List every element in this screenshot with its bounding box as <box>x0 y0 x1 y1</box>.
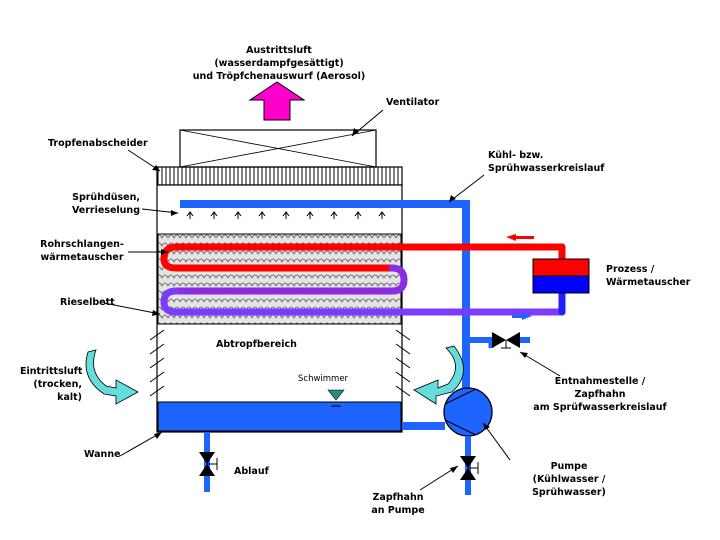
coolant-loop-label: Kühl- bzw. Sprühwasserkreislauf <box>488 150 605 174</box>
basin-water <box>157 401 402 432</box>
inlet-air-label: Eintrittsluft (trocken, kalt) <box>20 366 83 403</box>
drift-eliminator-label: Tropfenabscheider <box>48 138 148 149</box>
inlet-air-arrow-left <box>85 349 139 405</box>
trickle-bed-label: Rieselbett <box>60 297 115 308</box>
spray-nozzles-label: Sprühdüsen, Verrieselung <box>71 192 140 216</box>
pump-label: Pumpe (Kühlwasser / Sprühwasser) <box>532 461 606 498</box>
drift-eliminator <box>156 166 403 186</box>
spray-nozzles <box>186 211 386 219</box>
exhaust-label: Austrittsluft (wasserdampfgesättigt) und… <box>192 45 366 82</box>
leader-arrowheads <box>152 128 528 473</box>
drain-valve <box>199 432 218 492</box>
drain-label: Ablauf <box>234 466 269 477</box>
pump-tap-label: Zapfhahn an Pumpe <box>371 492 425 516</box>
exhaust-arrow <box>248 81 306 121</box>
inlet-air-arrow-right <box>413 345 464 405</box>
process-heat-exchanger <box>532 258 590 294</box>
drip-zone-label: Abtropfbereich <box>216 339 297 350</box>
float-label: Schwimmer <box>298 374 349 384</box>
pump-tap <box>460 436 479 495</box>
coil-hx-label: Rohrschlangen- wärmetauscher <box>40 239 124 263</box>
float <box>327 389 345 407</box>
fan-housing <box>179 129 377 168</box>
air-inlet-louvers <box>149 329 411 397</box>
process-hx-label: Prozess / Wärmetauscher <box>606 264 691 288</box>
return-flow-arrow <box>506 234 534 320</box>
coil-heat-exchanger <box>160 243 566 316</box>
extraction-point-label: Entnahmestelle / Zapfhahn am Sprüfwasser… <box>533 376 667 413</box>
basin-label: Wanne <box>84 449 121 460</box>
extraction-valve <box>466 332 530 349</box>
fan-label: Ventilator <box>386 97 440 108</box>
